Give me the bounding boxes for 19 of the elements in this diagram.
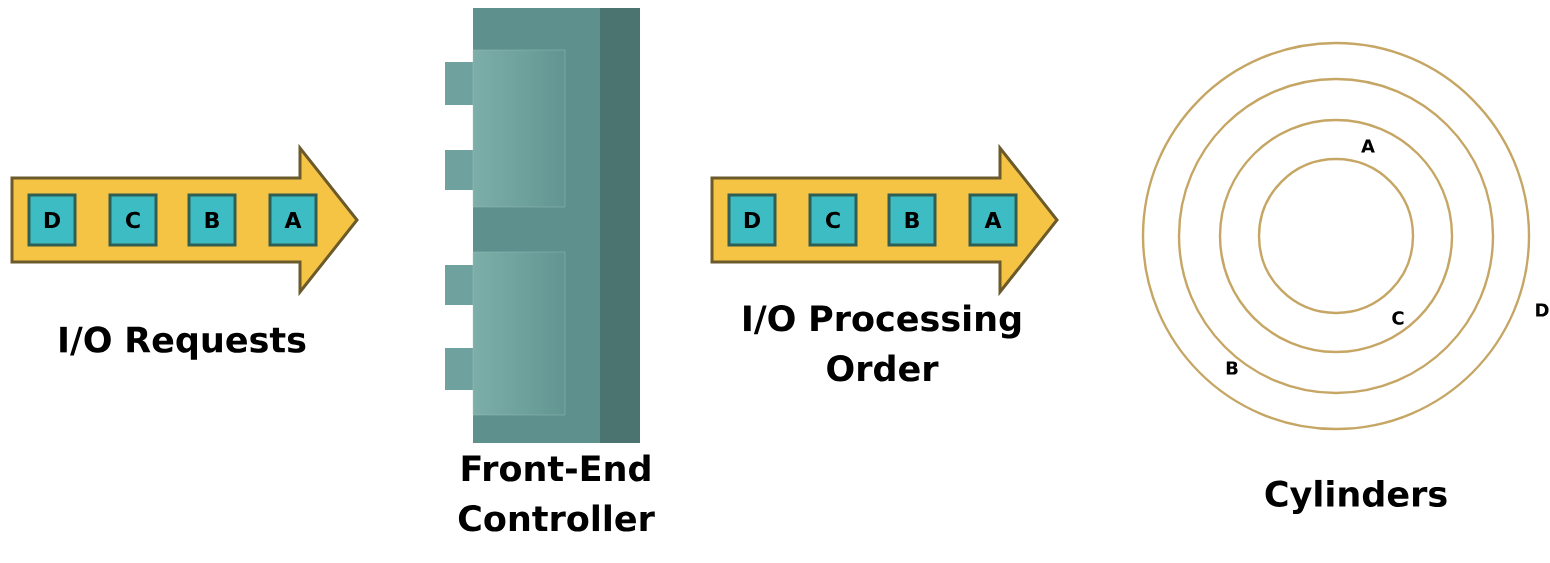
node-label: Cylinders [1265, 479, 1447, 515]
track-label: D [1536, 303, 1549, 317]
letter-box: D [727, 193, 777, 247]
node-label: I/O Requests [60, 326, 306, 360]
letter-box: C [808, 193, 858, 247]
node-label: Front-End Controller [458, 454, 655, 532]
track-label: B [1226, 361, 1238, 375]
letter-box: A [268, 193, 318, 247]
letter-box: D [27, 193, 77, 247]
track-label: C [1392, 311, 1404, 325]
node-label: I/O Processing Order [744, 304, 1021, 382]
ring [1177, 77, 1495, 395]
letter-box: C [108, 193, 158, 247]
controller-drawing [445, 8, 640, 443]
letter-box: B [187, 193, 237, 247]
ring [1218, 118, 1454, 354]
ring [1141, 41, 1531, 431]
letter-box: A [968, 193, 1018, 247]
letter-box: B [887, 193, 937, 247]
